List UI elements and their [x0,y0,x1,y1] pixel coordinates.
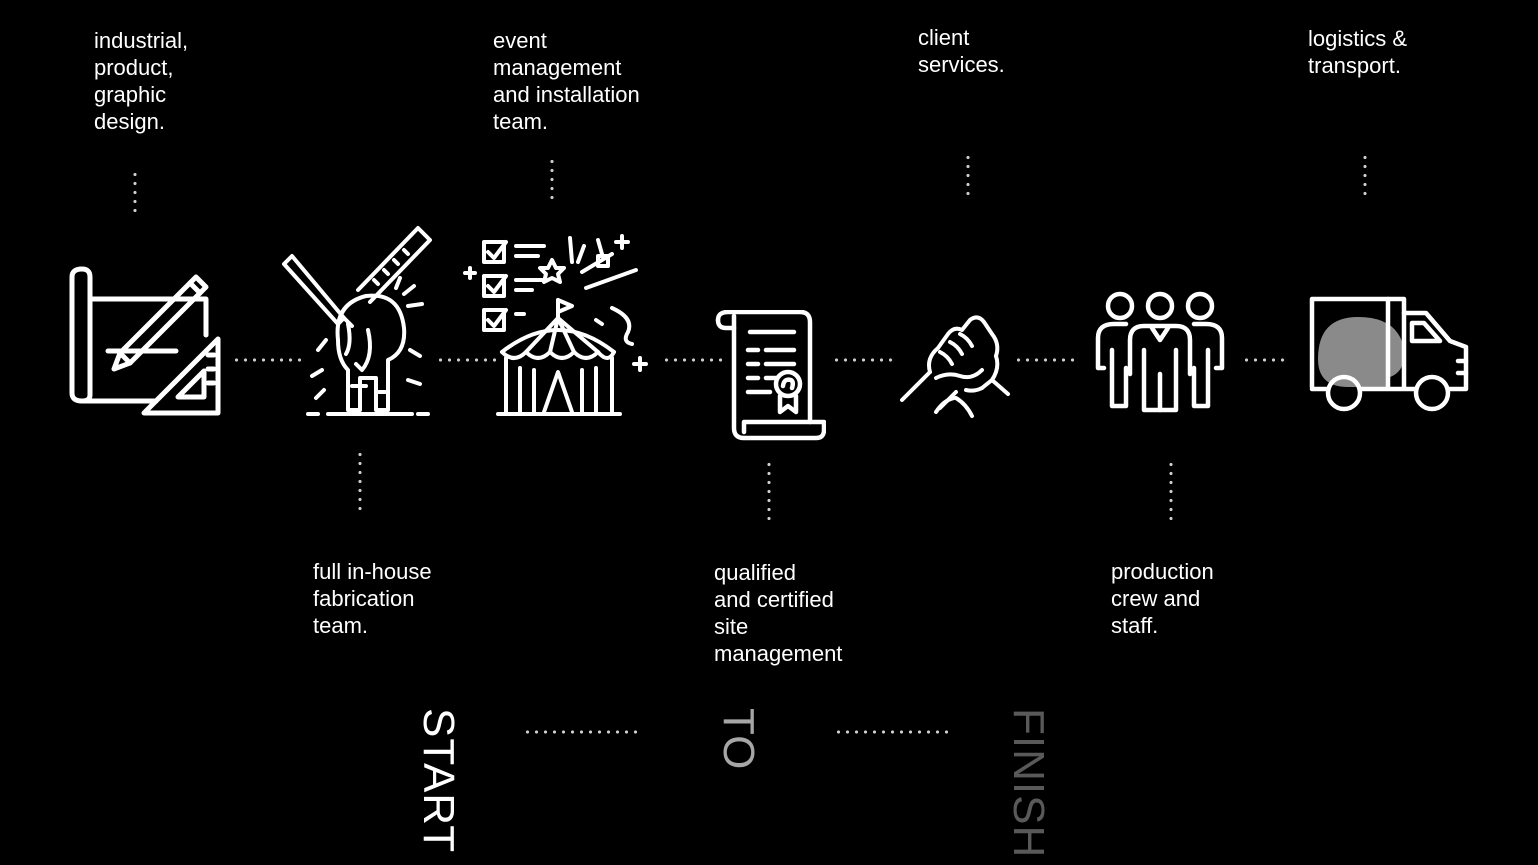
connector-design [133,170,137,218]
footer-dots-1 [523,730,639,734]
certificate-icon [714,310,826,442]
blueprint-icon [68,265,224,417]
label-logistics: logistics & transport. [1308,26,1408,78]
label-crew: production crew and staff. [1111,559,1214,638]
connector-crew [1169,460,1173,520]
timeline-dots-2 [436,358,498,362]
handshake-icon [896,312,1014,422]
label-fabrication: full in-house fabrication team. [313,559,432,638]
label-client: client services. [918,25,1005,77]
connector-fabrication [358,450,362,510]
connector-site [767,460,771,520]
finish-label: FINISH [1004,708,1053,859]
timeline-dots-4 [832,358,894,362]
label-site: qualified and certified site management [714,560,843,666]
connector-logistics [1363,153,1367,201]
to-label: TO [714,708,763,771]
truck-icon [1308,295,1470,415]
timeline-dots-3 [662,358,724,362]
timeline-dots-6 [1242,358,1290,362]
start-label: START [414,708,463,854]
footer-dots-2 [834,730,950,734]
label-event: event management and installation team. [493,28,640,134]
elephant-sculpture-icon [278,220,438,418]
timeline-dots-1 [232,358,304,362]
circus-tent-icon [462,232,648,420]
connector-event [550,157,554,205]
label-design: industrial, product, graphic design. [94,28,189,134]
connector-client [966,153,970,201]
elephant-silhouette [1318,317,1405,390]
timeline-dots-5 [1014,358,1076,362]
team-icon [1094,290,1226,414]
